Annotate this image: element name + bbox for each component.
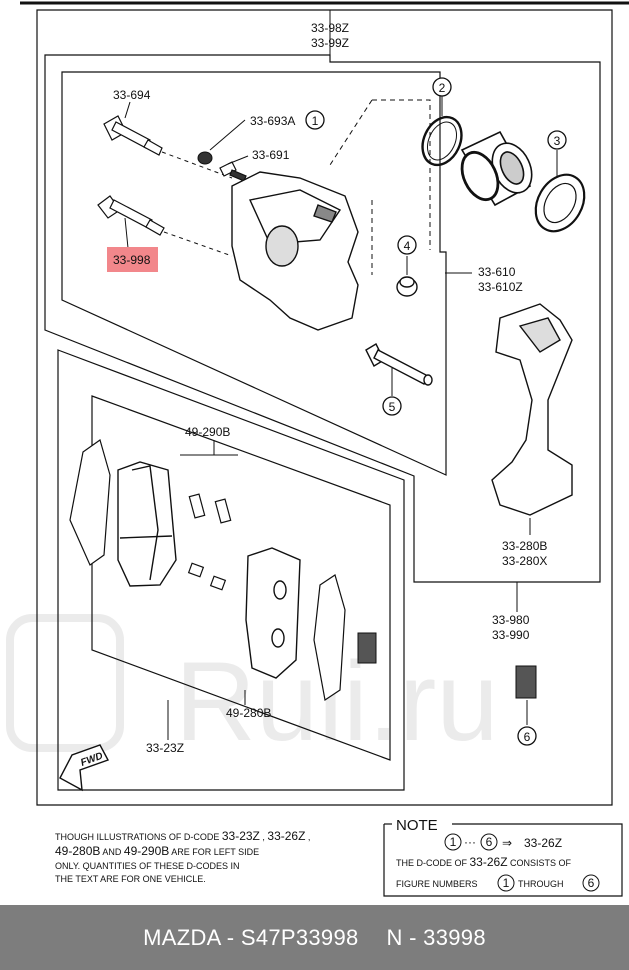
- footnote-line-3: ONLY. QUANTITIES OF THESE D-CODES IN: [55, 861, 240, 871]
- pad-left-shim: [69, 439, 111, 566]
- watermark-logo: [6, 614, 124, 752]
- label-bleeder-cap: 33-693A: [250, 114, 295, 128]
- callout-6: 6: [517, 726, 537, 746]
- note-line-2: THE D-CODE OF 33-26Z CONSISTS OF: [396, 855, 572, 869]
- footnote-line-1a: THOUGH ILLUSTRATIONS OF D-CODE: [55, 832, 222, 842]
- pad-inner-frame: [91, 395, 391, 761]
- label-pad-kit: 33-23Z: [146, 741, 184, 755]
- bleeder-screw-shape: [219, 161, 247, 182]
- note-line-2c: CONSISTS OF: [508, 858, 572, 868]
- parts-diagram: Ruli.ru: [6, 1, 629, 897]
- guide-pin: [365, 343, 433, 386]
- bleeder-cap-shape: [197, 151, 213, 165]
- bolt-lower-axis: [163, 231, 233, 257]
- note-title: NOTE: [396, 817, 438, 834]
- callout-2-text: 2: [439, 81, 446, 95]
- label-assembly-b: 33-99Z: [311, 36, 349, 50]
- brake-pad-inner: [117, 461, 177, 587]
- note-line-3b: THROUGH: [518, 879, 564, 889]
- footnote: THOUGH ILLUSTRATIONS OF D-CODE 33-23Z , …: [55, 829, 310, 884]
- label-assembly-a: 33-98Z: [311, 21, 349, 35]
- label-bolt-upper: 33-694: [113, 88, 151, 102]
- callout-1-text: 1: [312, 114, 319, 128]
- label-bleeder-screw: 33-691: [252, 148, 290, 162]
- label-kit-a: 33-980: [492, 613, 530, 627]
- callout-4-text: 4: [404, 239, 411, 253]
- label-bracket-b: 33-610Z: [478, 280, 523, 294]
- footnote-line-2: 49-280B AND 49-290B ARE FOR LEFT SIDE: [55, 844, 259, 858]
- bolt-lower-leader: [124, 217, 129, 249]
- footnote-line-1b: 33-23Z: [222, 829, 260, 843]
- caliper-bracket-shape: [491, 303, 573, 516]
- wear-indicator-kit: [515, 665, 537, 699]
- footnote-line-1c: ,: [260, 832, 268, 842]
- pad-right-shim: [313, 574, 346, 702]
- bolt-upper-leader: [124, 101, 131, 119]
- note-arrow: ⇒: [502, 836, 512, 850]
- piston-shape: [460, 130, 533, 207]
- highlight-box: [107, 247, 158, 272]
- bleeder-screw-leader: [227, 155, 249, 165]
- footnote-line-4: THE TEXT ARE FOR ONE VEHICLE.: [55, 874, 206, 884]
- note-box: NOTE 1 ··· 6 ⇒ 33-26Z THE D-CODE OF 33-2…: [383, 817, 623, 897]
- label-bracket-d: 33-280X: [502, 554, 547, 568]
- footer-brand-part: MAZDA - S47P33998: [143, 924, 359, 950]
- brake-pad-outer: [245, 547, 301, 679]
- footnote-line-2d: ARE FOR LEFT SIDE: [169, 847, 259, 857]
- pad-outer-frame: [57, 349, 405, 791]
- label-shim: 49-280B: [226, 706, 271, 720]
- label-bracket-c: 33-280B: [502, 539, 547, 553]
- note-line-2a: THE D-CODE OF: [396, 858, 470, 868]
- caliper-body-shape: [231, 171, 359, 331]
- note-callout-1b: 1: [503, 876, 510, 890]
- piston-dash-leader: [329, 99, 373, 166]
- bolt-upper-axis: [161, 151, 233, 179]
- dust-boot: [534, 173, 586, 233]
- label-bracket-a: 33-610: [478, 265, 516, 279]
- callout-5: 5: [382, 396, 402, 416]
- pin-boot-small: [396, 276, 418, 297]
- callout-3: 3: [547, 130, 567, 150]
- note-callout-6: 6: [486, 835, 493, 849]
- wear-indicator: [357, 632, 377, 664]
- note-line-2b: 33-26Z: [470, 855, 508, 869]
- footer-number: N - 33998: [386, 924, 486, 950]
- footnote-line-1e: ,: [305, 832, 310, 842]
- seal-ring: [421, 115, 463, 167]
- footer-bar: MAZDA - S47P33998 N - 33998: [0, 905, 629, 970]
- caliper-body-frame: [61, 71, 447, 476]
- footnote-line-2b: AND: [100, 847, 124, 857]
- guide-bolt-upper: [103, 115, 163, 156]
- note-line-3a: FIGURE NUMBERS: [396, 879, 478, 889]
- footnote-line-1: THOUGH ILLUSTRATIONS OF D-CODE 33-23Z , …: [55, 829, 310, 843]
- footnote-line-2c: 49-290B: [124, 844, 169, 858]
- callout-2: 2: [432, 77, 452, 97]
- label-kit-b: 33-990: [492, 628, 530, 642]
- pad-clips: [187, 493, 232, 591]
- bleeder-cap-leader: [209, 119, 246, 151]
- label-clip: 49-290B: [185, 425, 230, 439]
- outer-frame: [36, 9, 613, 806]
- note-callout-1: 1: [450, 835, 457, 849]
- guide-bolt-lower: [97, 195, 165, 236]
- label-bolt-lower: 33-998: [113, 253, 151, 267]
- callout-3-text: 3: [554, 134, 561, 148]
- note-code: 33-26Z: [524, 836, 562, 850]
- footnote-line-1d: 33-26Z: [267, 829, 305, 843]
- callout-6-text: 6: [524, 730, 531, 744]
- callout-1: 1: [305, 110, 325, 130]
- note-dots: ···: [464, 835, 476, 849]
- callout-4: 4: [397, 235, 417, 255]
- footnote-line-2a: 49-280B: [55, 844, 100, 858]
- note-callout-6b: 6: [588, 876, 595, 890]
- caliper-assembly-frame: [44, 54, 601, 583]
- callout-5-text: 5: [389, 400, 396, 414]
- piston-dash-frame: [372, 99, 431, 250]
